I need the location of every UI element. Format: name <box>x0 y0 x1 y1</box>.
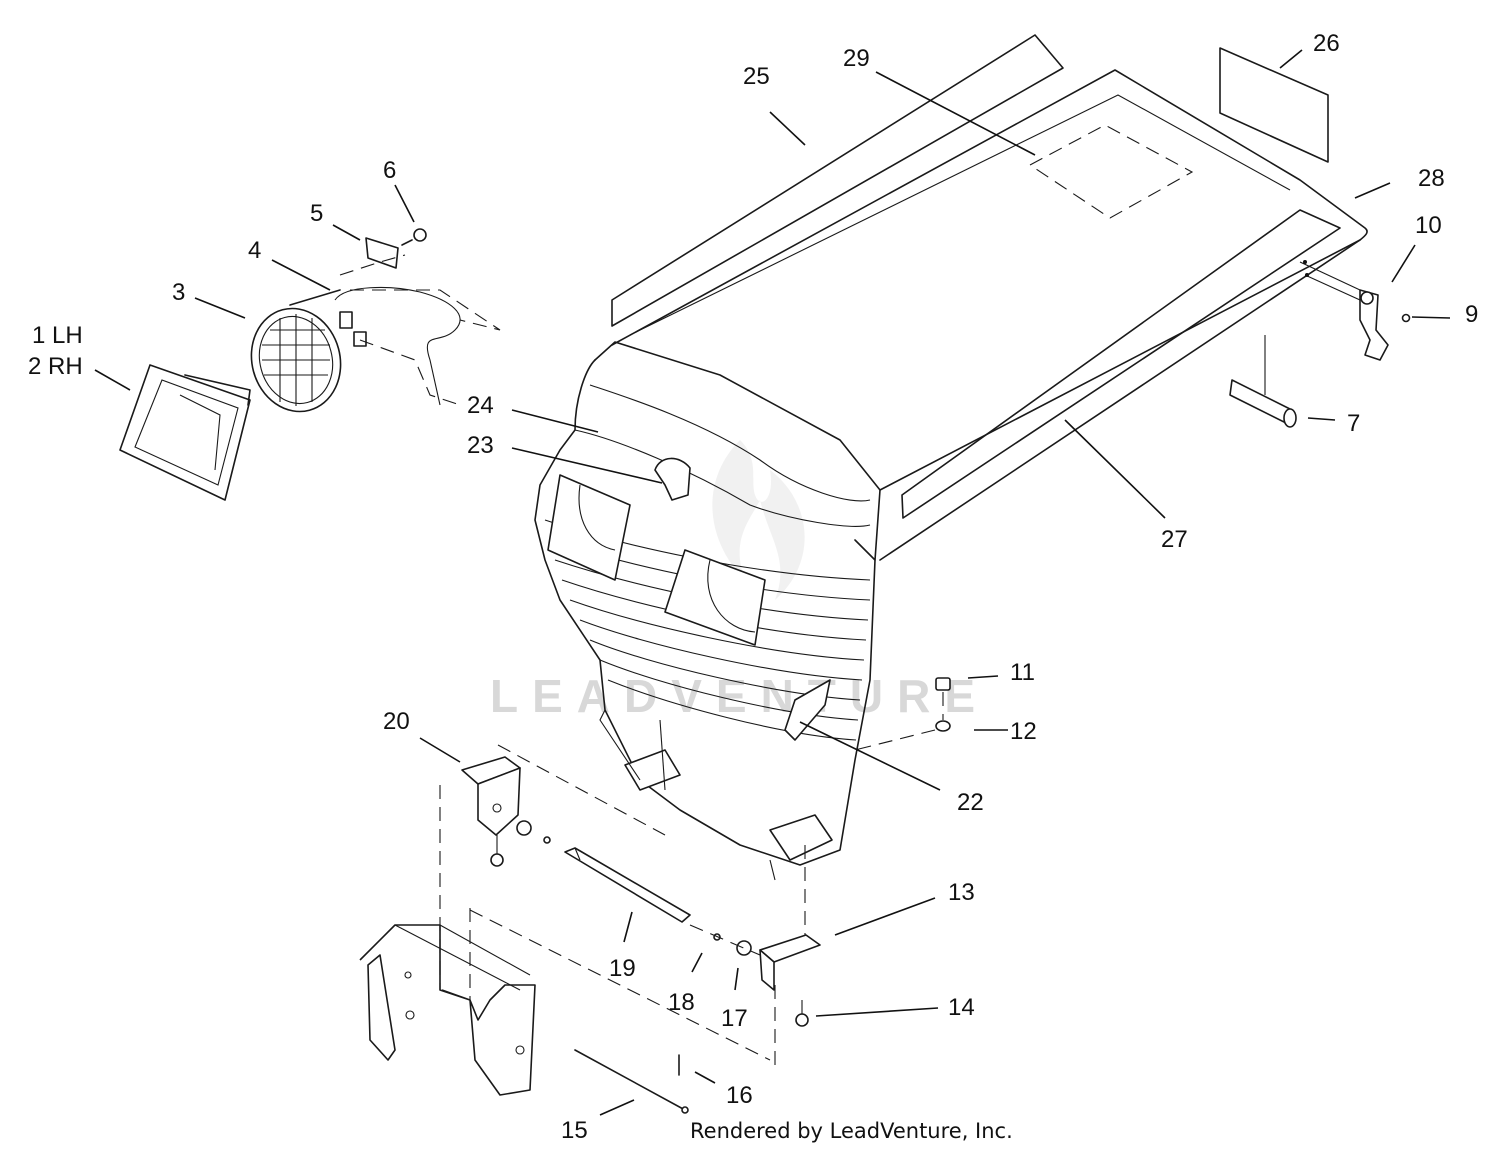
credit-text: Rendered by LeadVenture, Inc. <box>690 1119 1013 1143</box>
hood-brow <box>589 384 871 502</box>
callout-3: 3 <box>172 279 185 306</box>
headlight-opening-right <box>664 549 766 646</box>
pivot-rod-19 <box>564 847 691 923</box>
callout-28: 28 <box>1418 165 1445 192</box>
latch-22 <box>784 679 831 741</box>
headlight-bezel-1-2 <box>119 364 251 501</box>
hood-top <box>611 69 1368 491</box>
callout-24: 24 <box>467 392 494 419</box>
screw-left <box>490 835 504 867</box>
pin-15 <box>574 1049 689 1114</box>
callout-19: 19 <box>609 955 636 982</box>
callout-15: 15 <box>561 1117 588 1144</box>
decal-29 <box>1028 124 1194 219</box>
hood-bracket-left <box>624 749 681 791</box>
watermark-text: LEADVENTURE <box>490 670 989 722</box>
headlight-opening-left <box>547 474 631 581</box>
decal-25 <box>611 34 1064 327</box>
decal-26 <box>1219 47 1329 163</box>
bracket-5 <box>365 237 399 269</box>
callout-12: 12 <box>1010 718 1037 745</box>
callout-5: 5 <box>310 200 323 227</box>
callout-16: 16 <box>726 1082 753 1109</box>
screw-6 <box>401 228 427 246</box>
leader-lines <box>94 49 1451 1116</box>
callout-9: 9 <box>1465 301 1478 328</box>
callout-6: 6 <box>383 157 396 184</box>
callout-7: 7 <box>1347 410 1360 437</box>
callout-26: 26 <box>1313 30 1340 57</box>
callout-4: 4 <box>248 237 261 264</box>
callout-13: 13 <box>948 879 975 906</box>
decal-27 <box>901 209 1341 519</box>
headlight-lamp-3 <box>250 289 342 413</box>
callout-10: 10 <box>1415 212 1442 239</box>
hood-bracket-right <box>769 814 833 861</box>
callout-25: 25 <box>743 63 770 90</box>
callout-20: 20 <box>383 708 410 735</box>
nut-11 <box>935 677 951 691</box>
callout-2: 2 RH <box>28 353 83 380</box>
hood-front-face <box>534 359 876 866</box>
callout-11: 11 <box>1010 659 1035 686</box>
harness-4 <box>334 286 501 406</box>
watermark-logo <box>712 440 805 600</box>
screw-14 <box>795 1000 809 1027</box>
callout-1: 1 LH <box>32 322 83 349</box>
bushing-17 <box>516 820 752 956</box>
hinge-bracket-13 <box>759 934 821 991</box>
bumper-7 <box>1229 335 1297 428</box>
callout-18: 18 <box>668 989 695 1016</box>
callout-14: 14 <box>948 994 975 1021</box>
washer-12 <box>935 720 951 732</box>
hood-top-stripe <box>629 94 1291 336</box>
screw-9 <box>1401 313 1411 323</box>
callout-17: 17 <box>721 1005 748 1032</box>
callout-29: 29 <box>843 45 870 72</box>
hood-assembly <box>534 34 1368 881</box>
mount-bracket <box>359 924 536 1096</box>
axis-line <box>497 744 666 836</box>
callout-27: 27 <box>1161 526 1188 553</box>
latch-10 <box>1359 289 1389 361</box>
callout-23: 23 <box>467 432 494 459</box>
hinge-bracket-20 <box>461 756 521 836</box>
callout-22: 22 <box>957 789 984 816</box>
emblem-23 <box>654 457 691 501</box>
